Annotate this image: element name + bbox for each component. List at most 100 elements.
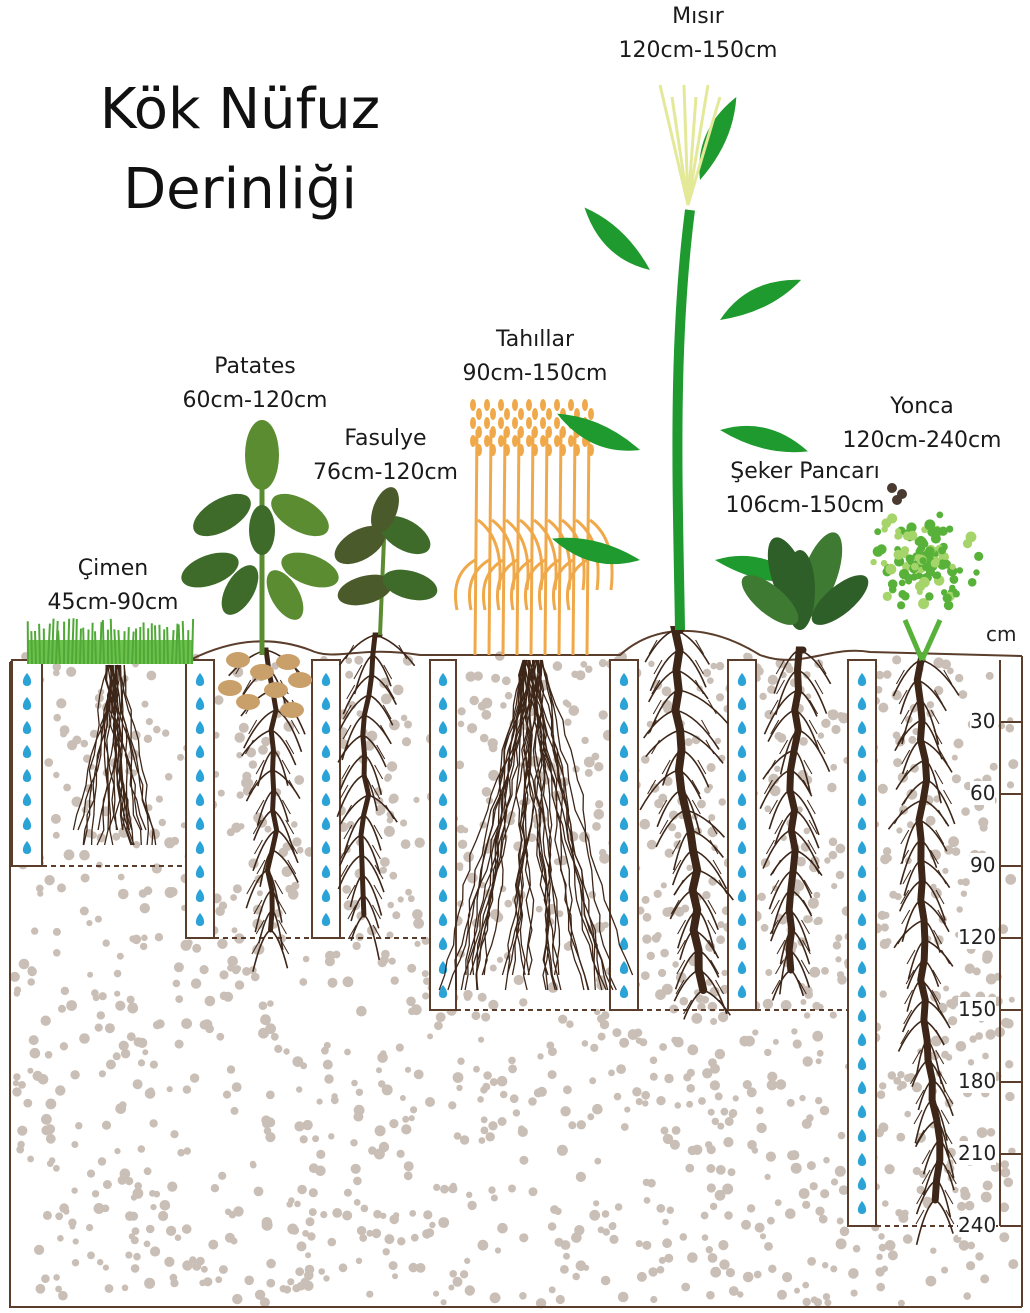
plant-name-misir: Mısır xyxy=(598,0,798,34)
root-hair xyxy=(675,880,683,894)
depth-tick-label: 30 xyxy=(970,709,995,733)
wheat-stem xyxy=(475,430,477,655)
grass-blade xyxy=(167,627,168,664)
title-line-2: Derinliği xyxy=(70,150,410,230)
alfalfa-leaflet xyxy=(906,554,915,563)
alfalfa-leaflet xyxy=(920,557,927,564)
wheat-grain xyxy=(476,444,482,456)
root-hair xyxy=(773,860,781,874)
grass-blade xyxy=(83,628,84,664)
grass-blade xyxy=(183,621,184,664)
lateral-root xyxy=(645,630,675,662)
root-hair xyxy=(346,645,354,659)
plant-range-yonca: 120cm-240cm xyxy=(822,424,1022,458)
wheat-grain xyxy=(498,417,504,429)
root-hair xyxy=(768,760,776,774)
leaf xyxy=(264,485,335,545)
alfalfa-leaflet xyxy=(946,526,953,533)
plant-range-tahillar: 90cm-150cm xyxy=(440,357,630,391)
potato-tubers xyxy=(218,652,312,718)
depth-axis-unit: cm xyxy=(986,622,1016,646)
alfalfa-leaflet xyxy=(881,560,888,567)
grass-blade xyxy=(103,620,104,664)
depth-tick-label: 60 xyxy=(970,781,995,805)
wheat-grain xyxy=(546,444,552,456)
leaf xyxy=(245,420,279,490)
grass-blade xyxy=(76,619,77,664)
potato-tuber xyxy=(264,682,288,698)
grass-blade xyxy=(92,623,93,664)
lateral-root xyxy=(899,1020,924,1052)
wheat-grain xyxy=(490,408,496,420)
alfalfa-leaflet xyxy=(883,592,892,601)
alfalfa-leaflet xyxy=(950,564,956,570)
wheat-grain xyxy=(490,444,496,456)
grass-blade xyxy=(179,625,180,664)
root-hair xyxy=(649,640,657,654)
alfalfa-leaflet xyxy=(889,586,897,594)
wheat-grain xyxy=(518,408,524,420)
lateral-root xyxy=(902,900,921,942)
alfalfa-leaflet xyxy=(931,559,940,568)
root-hair xyxy=(381,725,389,739)
wheat-grain xyxy=(498,399,504,411)
alfalfa-leaflet xyxy=(899,569,909,579)
wheat-grain xyxy=(476,426,482,438)
alfalfa-leaflet xyxy=(907,531,917,541)
title-line-1: Kök Nüfuz xyxy=(70,70,410,150)
alfalfa-leaflet xyxy=(896,533,903,540)
wheat-stem xyxy=(517,430,519,655)
root-hair xyxy=(383,705,391,719)
depth-tick-label: 150 xyxy=(958,997,996,1021)
grass-blade xyxy=(124,631,125,664)
water-column xyxy=(610,660,638,1010)
lateral-root xyxy=(680,650,707,687)
fibrous-root xyxy=(534,660,589,990)
alfalfa-leaflet xyxy=(915,581,925,591)
potato-tuber xyxy=(218,680,242,696)
plant-name-cimen: Çimen xyxy=(28,552,198,586)
alfalfa-leaflet xyxy=(910,573,917,580)
alfalfa-leaflet xyxy=(932,527,942,537)
grass-blade xyxy=(35,631,36,664)
leaf xyxy=(186,485,257,545)
wheat-grain xyxy=(490,426,496,438)
alfalfa-leaflet xyxy=(901,592,910,601)
water-column xyxy=(430,660,456,1010)
alfalfa-leaflet xyxy=(974,552,983,561)
plant-cimen xyxy=(28,618,193,664)
wheat-grain xyxy=(526,417,532,429)
wheat-grain xyxy=(560,426,566,438)
water-column xyxy=(728,660,756,1010)
wheat-grain xyxy=(568,435,574,447)
depth-tick-label: 210 xyxy=(958,1141,996,1165)
grass-blade xyxy=(95,631,96,664)
wheat-grain xyxy=(518,426,524,438)
wheat-grain xyxy=(498,435,504,447)
wheat-grain xyxy=(540,435,546,447)
label-cimen: Çimen 45cm-90cm xyxy=(28,552,198,620)
alfalfa-leaflet xyxy=(936,512,943,519)
wheat-grain xyxy=(560,444,566,456)
wheat-grain xyxy=(512,417,518,429)
alfalfa-leaflet xyxy=(949,585,955,591)
wheat-grain xyxy=(582,399,588,411)
grass-blade xyxy=(39,624,40,664)
plant-name-fasulye: Fasulye xyxy=(298,422,473,456)
alfalfa-leaflet xyxy=(953,590,960,597)
wheat-grain xyxy=(588,444,594,456)
plant-name-seker-pancari: Şeker Pancarı xyxy=(710,455,900,489)
alfalfa-leaflet xyxy=(957,567,964,574)
wheat-grain xyxy=(484,435,490,447)
corn-leaf xyxy=(553,402,642,465)
lateral-root xyxy=(682,750,709,787)
alfalfa-leaflet xyxy=(870,559,876,565)
root-hair xyxy=(692,780,700,794)
plant-range-seker-pancari: 106cm-150cm xyxy=(710,489,900,523)
wheat-grain xyxy=(526,399,532,411)
label-yonca: Yonca 120cm-240cm xyxy=(822,390,1022,458)
wheat-grain xyxy=(504,444,510,456)
plant-seker-pancari xyxy=(734,527,876,633)
root-hair xyxy=(901,1030,909,1044)
root-hair xyxy=(677,960,685,974)
